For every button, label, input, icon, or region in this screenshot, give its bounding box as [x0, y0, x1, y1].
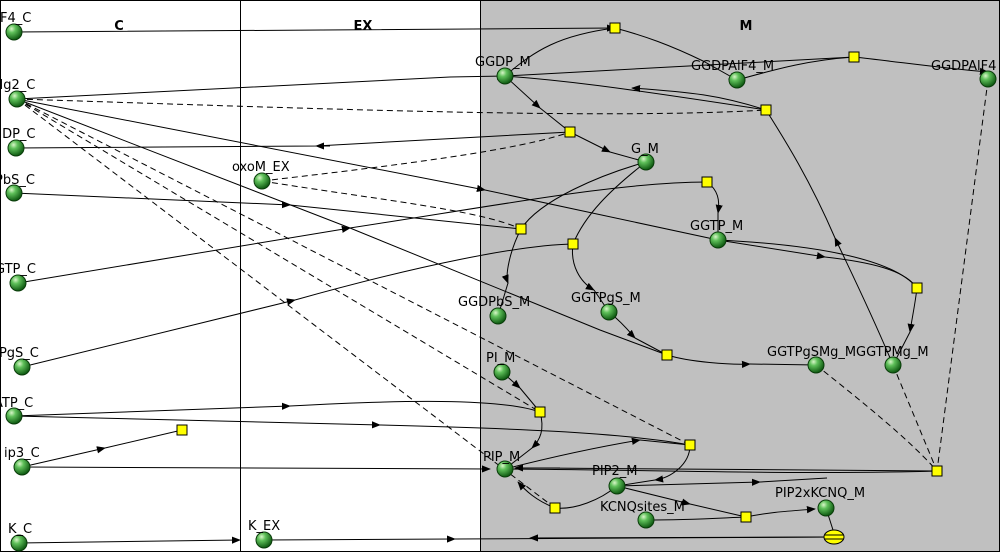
label-mg2-c: Mg2_C	[0, 78, 35, 93]
reaction-node[interactable]	[176, 424, 188, 436]
label-pbs-c: PbS_C	[0, 173, 35, 188]
compartment-ex-label: EX	[354, 19, 373, 34]
species-node[interactable]	[13, 358, 31, 376]
label-pip2-m: PIP2_M	[592, 464, 638, 479]
compartment-c-label: C	[114, 19, 124, 34]
species-node[interactable]	[5, 407, 23, 425]
reaction-node[interactable]	[661, 349, 673, 361]
reaction-node[interactable]	[534, 406, 546, 418]
species-node[interactable]	[10, 534, 28, 552]
species-node[interactable]	[979, 70, 997, 88]
reaction-node[interactable]	[564, 126, 576, 138]
reaction-node[interactable]	[549, 502, 561, 514]
species-node[interactable]	[728, 71, 746, 89]
species-nodes	[5, 23, 997, 552]
reaction-node[interactable]	[911, 282, 923, 294]
modifier-edges	[16, 79, 989, 509]
species-node[interactable]	[817, 499, 835, 517]
species-node[interactable]	[496, 67, 514, 85]
species-node[interactable]	[489, 307, 507, 325]
label-gdp-c: GDP_C	[0, 127, 36, 142]
label-oxom-ex: oxoM_EX	[232, 160, 290, 175]
species-node[interactable]	[496, 460, 514, 478]
reaction-node[interactable]	[760, 104, 772, 116]
species-node[interactable]	[608, 477, 626, 495]
reaction-node[interactable]	[515, 223, 527, 235]
label-pip-m: PIP_M	[483, 450, 520, 465]
label-ggtpgs-m: GGTPgS_M	[571, 291, 641, 306]
reaction-node[interactable]	[931, 465, 943, 477]
compartment-c	[0, 0, 241, 552]
compartment-m	[480, 0, 1000, 552]
species-node[interactable]	[884, 356, 902, 374]
species-node[interactable]	[9, 274, 27, 292]
label-pi-m: PI_M	[486, 351, 515, 366]
species-node[interactable]	[600, 303, 618, 321]
reaction-node[interactable]	[701, 176, 713, 188]
species-node[interactable]	[709, 231, 727, 249]
channel-icon[interactable]	[823, 529, 845, 545]
reaction-node[interactable]	[609, 22, 621, 34]
label-ip3-c: ip3_C	[4, 446, 40, 461]
label-ggtpmg-m: GGTPMg_M	[856, 345, 929, 360]
species-node[interactable]	[807, 356, 825, 374]
label-ggdpalf4: GGDPAlF4	[931, 59, 996, 74]
label-atp-c: ATP_C	[0, 396, 33, 411]
label-ggdp-m: GGDP_M	[475, 55, 531, 70]
label-ggtpgsmg-m: GGTPgSMg_M	[767, 345, 856, 360]
species-node[interactable]	[493, 363, 511, 381]
compartment-m-label: M	[740, 19, 753, 34]
reaction-node[interactable]	[684, 439, 696, 451]
label-gtp-c: GTP_C	[0, 262, 36, 277]
label-g-m: G_M	[631, 142, 659, 157]
reaction-node[interactable]	[848, 51, 860, 63]
label-kcnqsites-m: KCNQsites_M	[600, 500, 685, 515]
reaction-node[interactable]	[740, 511, 752, 523]
reaction-nodes	[176, 22, 943, 523]
species-node[interactable]	[8, 90, 26, 108]
label-ggtp-m: GGTP_M	[690, 219, 743, 234]
label-ggdpbs-m: GGDPbS_M	[458, 295, 530, 310]
species-node[interactable]	[637, 511, 655, 529]
reaction-node[interactable]	[567, 238, 579, 250]
species-node[interactable]	[255, 531, 273, 549]
label-ggdpalf4-m: GGDPAlF4_M	[691, 59, 774, 74]
species-node[interactable]	[253, 172, 271, 190]
compartment-ex	[240, 0, 481, 552]
species-node[interactable]	[13, 458, 31, 476]
species-node[interactable]	[5, 184, 23, 202]
species-node[interactable]	[7, 139, 25, 157]
label-tpgs-c: TPgS_C	[0, 346, 39, 361]
label-f4-c: F4_C	[0, 11, 31, 26]
species-node[interactable]	[637, 153, 655, 171]
label-k-ex: K_EX	[248, 519, 280, 534]
label-pip2xkcnq-m: PIP2xKCNQ_M	[775, 486, 865, 501]
label-k-c: K_C	[8, 522, 32, 537]
species-labels: F4_C Mg2_C GDP_C PbS_C GTP_C TPgS_C ATP_…	[0, 11, 996, 537]
species-node[interactable]	[5, 23, 23, 41]
